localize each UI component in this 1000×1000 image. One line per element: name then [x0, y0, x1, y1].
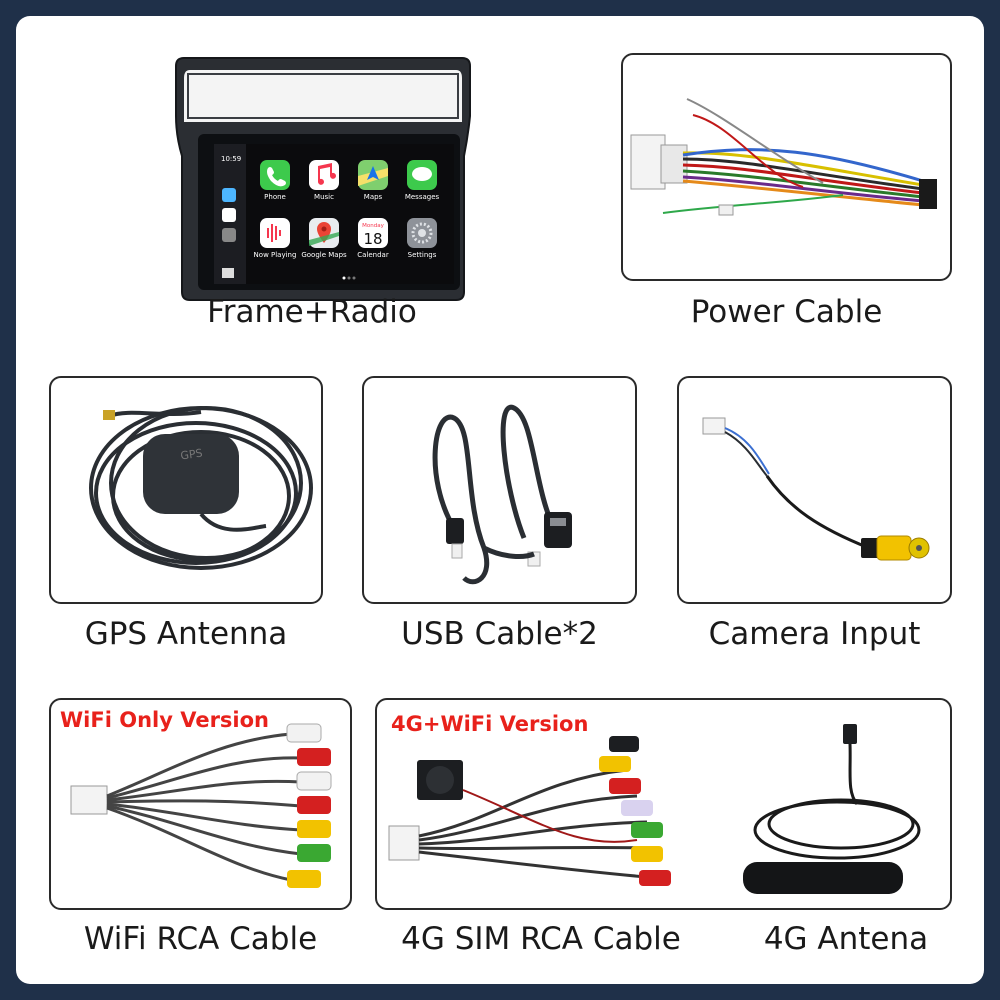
wifi-rca-caption: WiFi RCA Cable: [83, 921, 318, 957]
svg-text:Phone: Phone: [264, 193, 286, 201]
wifi-rca-image: [70, 723, 332, 888]
antenna-4g-caption: 4G Antena: [763, 921, 929, 957]
svg-text:Maps: Maps: [364, 193, 383, 201]
wifi-only-tag: WiFi Only Version: [60, 708, 269, 732]
power-cable-caption: Power Cable: [690, 294, 883, 330]
svg-text:Now Playing: Now Playing: [254, 251, 297, 259]
app-settings[interactable]: Settings: [407, 218, 437, 259]
frame-radio-image: 10:59 Phone Music Maps Messages: [175, 57, 471, 301]
power-cable-image: [630, 98, 937, 216]
usb-cable-caption: USB Cable*2: [401, 616, 598, 652]
camera-input-caption: Camera Input: [708, 616, 921, 652]
svg-text:Messages: Messages: [405, 193, 440, 201]
wifi-rca-box: [49, 698, 352, 910]
calendar-date: 18: [363, 230, 382, 248]
wifi-4g-tag: 4G+WiFi Version: [391, 712, 589, 736]
calendar-day: Monday: [362, 223, 384, 229]
app-now-playing[interactable]: Now Playing: [254, 218, 297, 259]
app-calendar[interactable]: Monday 18 Calendar: [357, 218, 389, 259]
gps-antenna-image: GPS: [89, 406, 313, 570]
app-messages[interactable]: Messages: [405, 160, 440, 201]
svg-text:Settings: Settings: [408, 251, 437, 259]
sim-rca-caption: 4G SIM RCA Cable: [401, 921, 681, 957]
product-panel: 10:59 Phone Music Maps Messages: [16, 16, 984, 984]
usb-cable-box: [362, 376, 637, 604]
svg-text:Music: Music: [314, 193, 334, 201]
svg-text:Google Maps: Google Maps: [301, 251, 347, 259]
frame-radio-caption: Frame+Radio: [207, 294, 417, 330]
gps-module-label: GPS: [180, 447, 204, 463]
screen-clock: 10:59: [221, 155, 241, 163]
camera-input-image: [702, 417, 930, 561]
gps-antenna-caption: GPS Antenna: [84, 616, 288, 652]
sim-rca-image: [388, 736, 671, 886]
app-maps[interactable]: Maps: [358, 160, 388, 201]
app-google-maps[interactable]: Google Maps: [301, 218, 347, 259]
svg-text:Calendar: Calendar: [357, 251, 389, 259]
usb-cable-image: [432, 404, 572, 585]
camera-input-box: [677, 376, 952, 604]
wifi-4g-box: [375, 698, 952, 910]
app-phone[interactable]: Phone: [260, 160, 290, 201]
antenna-4g-image: [743, 724, 921, 894]
gps-antenna-box: GPS: [49, 376, 323, 604]
app-music[interactable]: Music: [309, 160, 339, 201]
power-cable-box: [621, 53, 952, 281]
